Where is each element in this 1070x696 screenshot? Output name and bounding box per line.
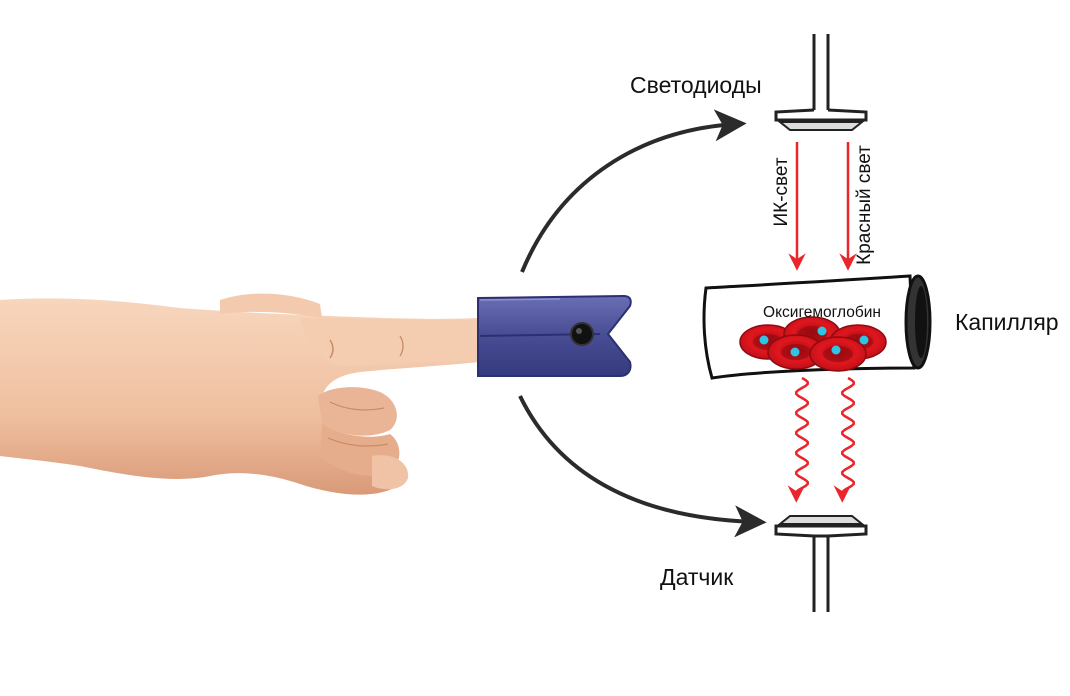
oxyhemoglobin-label: Оксигемоглобин [763, 304, 881, 321]
red-blood-cells [739, 316, 887, 372]
leds-label: Светодиоды [630, 72, 762, 98]
oxygen-molecule-icon [859, 335, 869, 345]
capillary-label: Капилляр [955, 309, 1059, 335]
arrow-to-leds [520, 109, 747, 273]
led-emitter-icon [774, 34, 868, 131]
oxygen-molecule-icon [831, 345, 841, 355]
oxygen-molecule-icon [759, 335, 769, 345]
transmitted-light-waves [787, 376, 855, 503]
oxygen-molecule-icon [817, 326, 827, 336]
ir-light-label: ИК-свет [771, 157, 792, 226]
sensor-detector-icon [774, 515, 868, 612]
red-light-label: Красный свет [854, 145, 875, 265]
oxygen-molecule-icon [790, 347, 800, 357]
incoming-light-rays [788, 142, 857, 271]
hand-illustration [0, 293, 480, 495]
sensor-label: Датчик [660, 564, 734, 590]
arrow-to-sensor [518, 395, 767, 538]
pulse-oximeter-icon [477, 294, 632, 377]
